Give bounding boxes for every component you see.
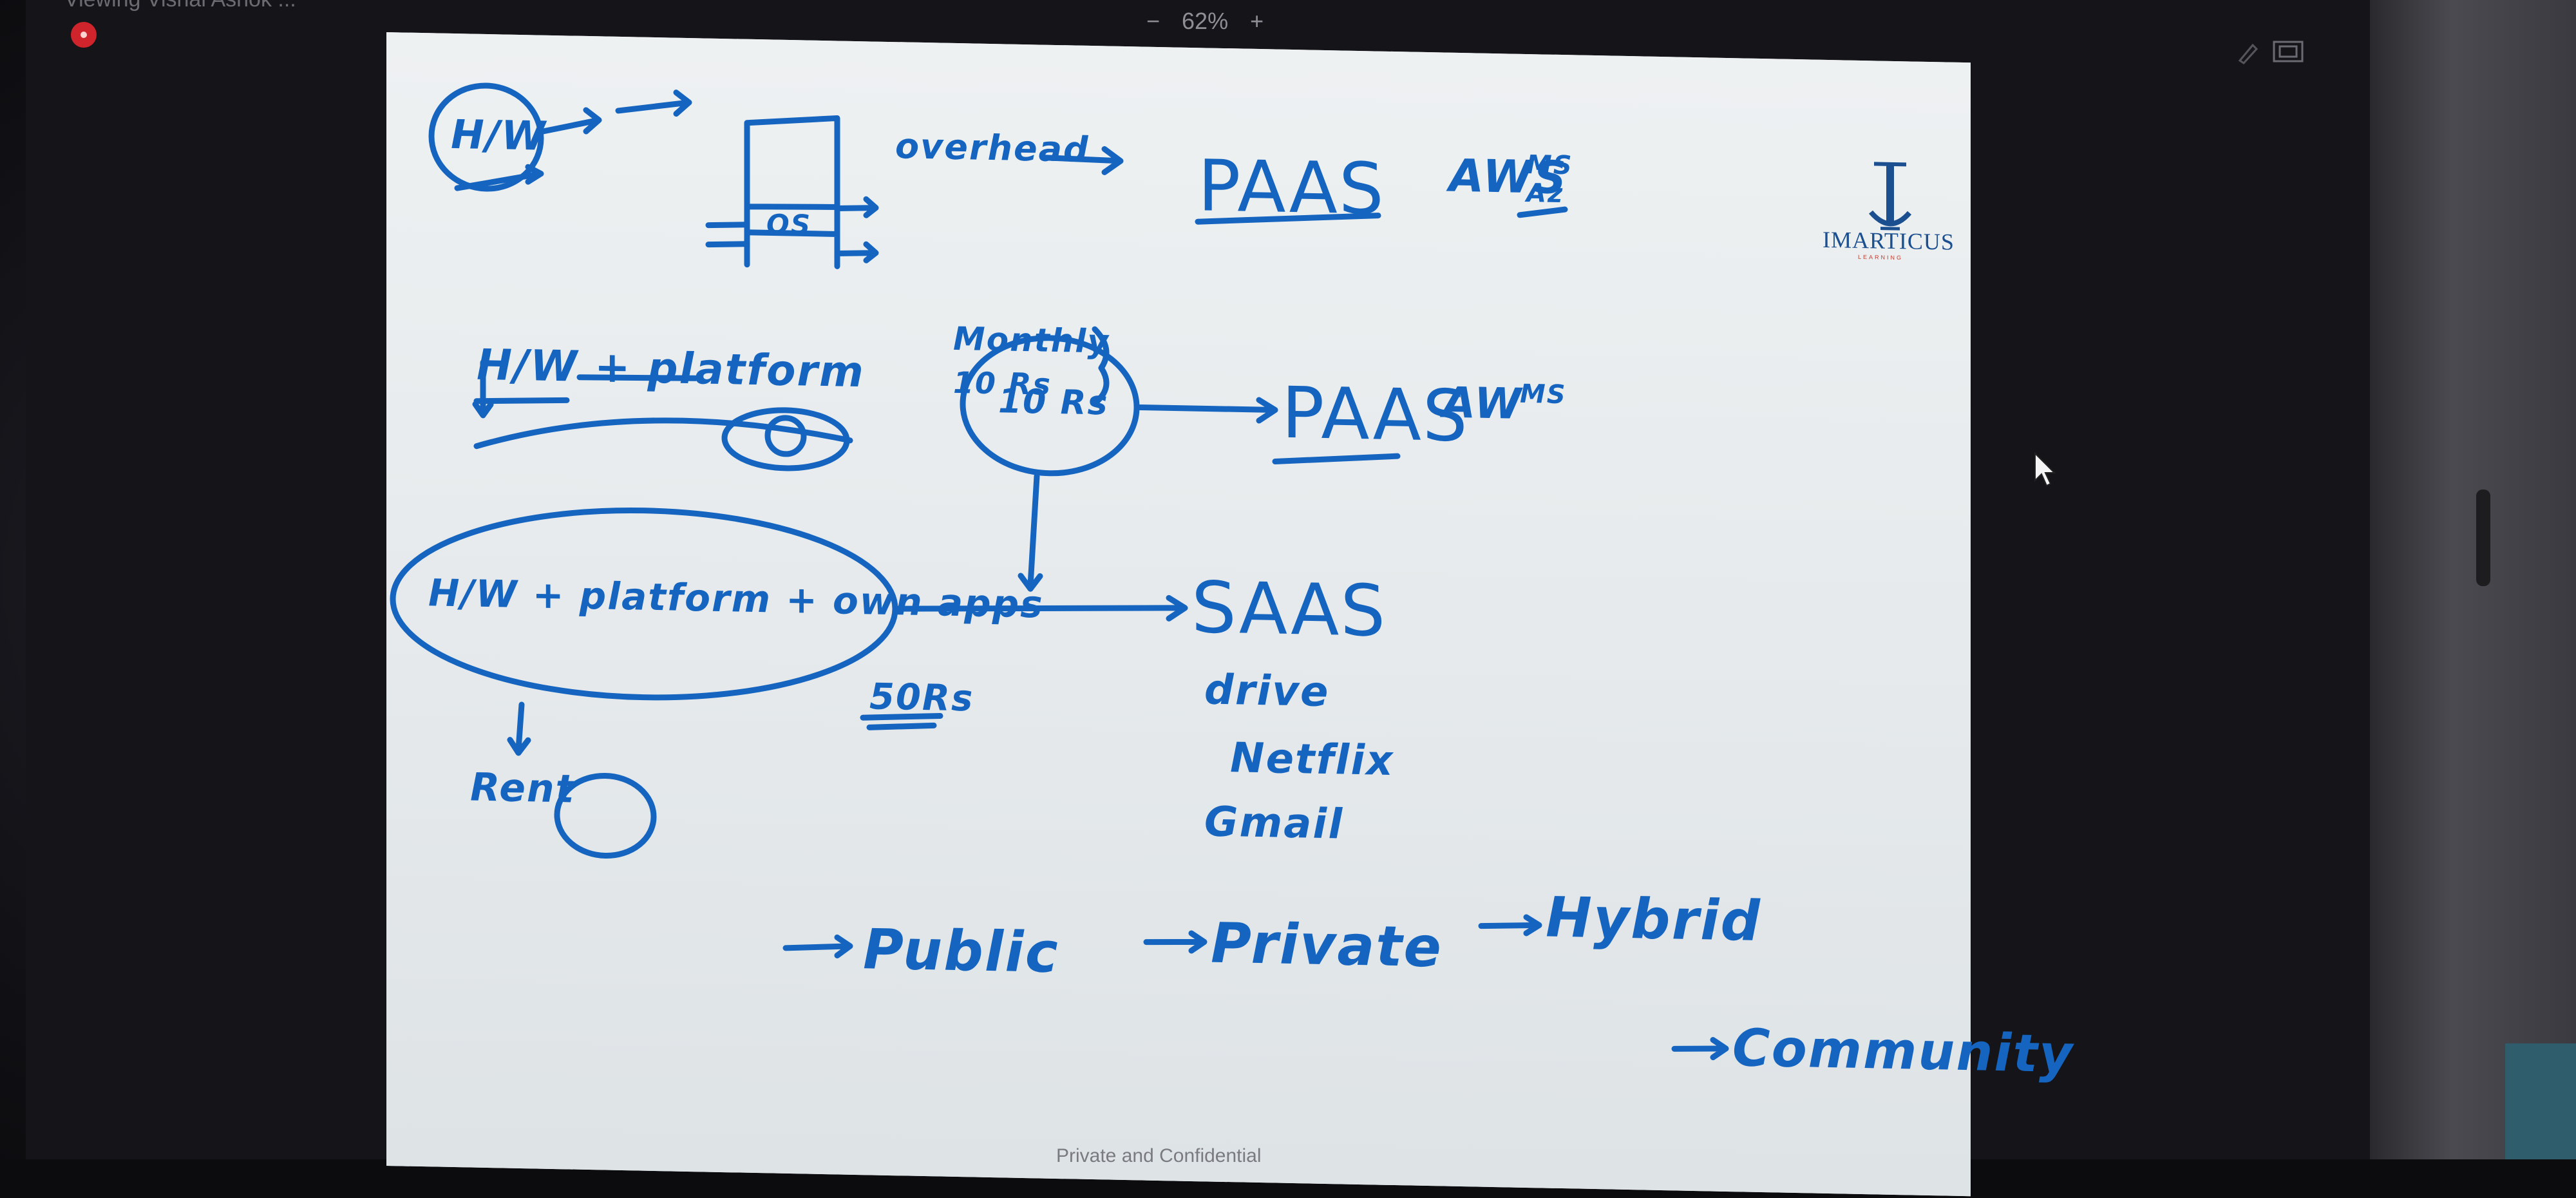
whiteboard-slide: H/W OS overhead PAAS AWS MS Az H/W + pla… (386, 32, 2074, 1197)
scribble-underline (473, 417, 853, 450)
zoom-out-button[interactable]: − (1146, 8, 1160, 34)
eye-pupil (764, 415, 807, 457)
hw-platform-label: H/W + platform (477, 339, 865, 397)
tenrs-circle-label: 10 Rs (998, 382, 1109, 423)
paas2-label: PAAS (1282, 371, 1469, 458)
example-drive: drive (1204, 666, 1330, 717)
community-arrow (1671, 1037, 1729, 1061)
overhead-arrow (1040, 146, 1124, 175)
tenrs-circle (960, 335, 1140, 477)
hybrid-arrow (1478, 914, 1542, 937)
paas-label: PAAS (1198, 144, 1385, 231)
record-indicator-icon[interactable] (71, 22, 97, 48)
annotate-icon[interactable] (2235, 40, 2260, 66)
os-box (744, 115, 840, 269)
eye-ellipse (721, 407, 850, 471)
example-gmail: Gmail (1204, 798, 1344, 849)
platform-underline (473, 374, 699, 404)
rs50-underline (860, 713, 943, 730)
saas-label: SAAS (1191, 566, 1387, 652)
deploy-private: Private (1211, 911, 1443, 980)
aw-label: AW (1443, 377, 1523, 429)
hw-circle (428, 82, 544, 192)
viewer-top-bar: Viewing Vishal Ashok ... − 62% + (0, 0, 2383, 64)
os-arrow-out (834, 196, 879, 263)
laptop-frame (2370, 0, 2576, 1159)
monthly-label: Monthly (953, 319, 1110, 361)
side-slot (2476, 490, 2490, 586)
os-arrow-in (705, 222, 750, 248)
paas2-underline (1272, 453, 1401, 464)
zoom-in-button[interactable]: + (1250, 8, 1264, 34)
zoom-control: − 62% + (1146, 8, 1264, 35)
deploy-public: Public (863, 917, 1059, 986)
example-netflix: Netflix (1230, 734, 1394, 786)
paas2-arrow (1137, 397, 1278, 424)
record-dot-core (80, 32, 87, 38)
mouse-cursor-icon (2034, 452, 2056, 487)
rent-label: Rent (470, 765, 576, 812)
private-arrow (1143, 930, 1208, 954)
public-arrow (782, 934, 853, 958)
down-arrow-hw (472, 359, 494, 419)
overhead-label: overhead (895, 126, 1090, 170)
brace (1092, 326, 1110, 406)
ink-strokes (390, 82, 1729, 1061)
paas-underline (1195, 213, 1381, 225)
logo-wordmark: IMARTICUS (1823, 226, 1955, 255)
ms2-label: MS (1520, 379, 1567, 410)
footer-confidential: Private and Confidential (1056, 1145, 1262, 1166)
window-title: Viewing Vishal Ashok ... (64, 0, 296, 12)
rs50-label: 50Rs (869, 676, 974, 720)
fullscreen-icon[interactable] (2272, 40, 2304, 63)
logo-subtext: LEARNING (1858, 253, 1904, 261)
azure-underline (1517, 206, 1568, 218)
saas-arrow (892, 594, 1188, 622)
background-object (2505, 1043, 2576, 1159)
rent-arrow (507, 701, 531, 756)
hw-arrow-1 (538, 107, 602, 135)
tenrs-down-arrow (1018, 473, 1043, 592)
zoom-level: 62% (1182, 8, 1229, 34)
hw-underline (454, 164, 544, 191)
hw-arrow-2 (615, 90, 692, 117)
imarticus-logo-icon (1868, 162, 1912, 231)
os-label: OS (766, 208, 811, 241)
hw-label: H/W (451, 110, 547, 160)
rent-circle (554, 773, 657, 859)
deploy-hybrid: Hybrid (1546, 885, 1762, 954)
deploy-community: Community (1732, 1018, 2074, 1085)
ms-az-label: MS Az (1526, 149, 1573, 209)
